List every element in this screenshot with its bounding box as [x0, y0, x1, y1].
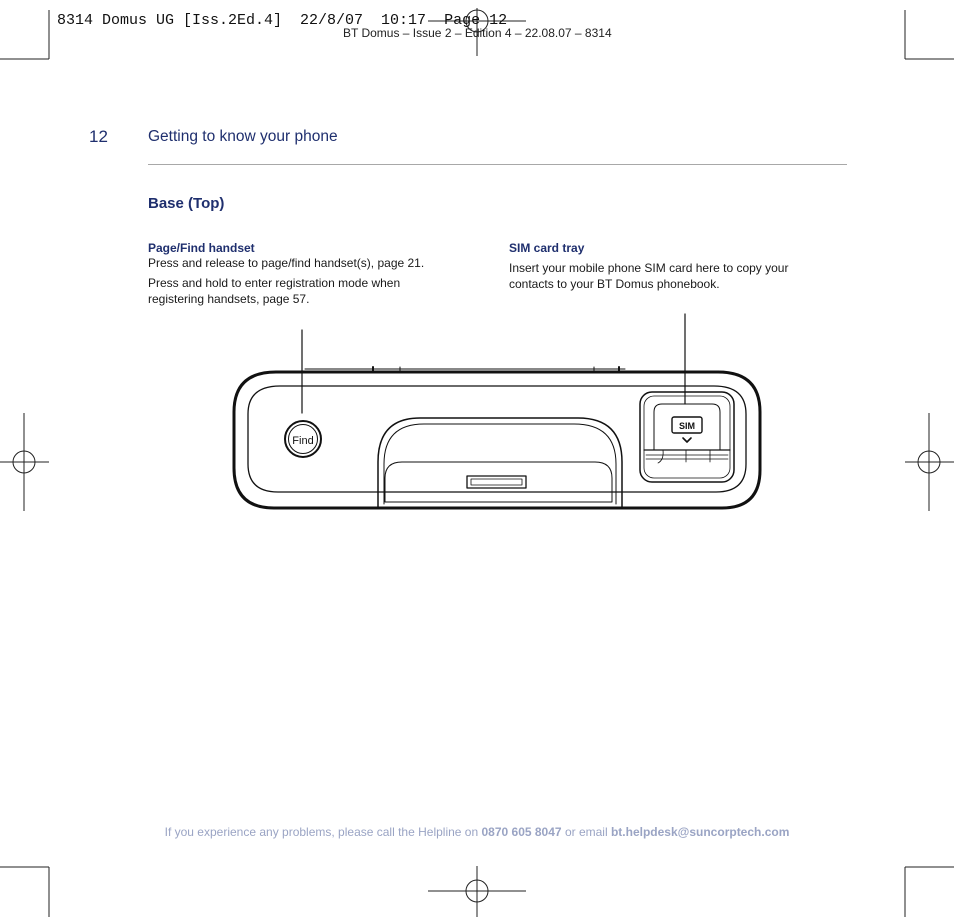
callout-text: Press and release to page/find handset(s… — [148, 256, 425, 270]
callout-find-handset: Page/Find handset Press and release to p… — [148, 241, 458, 307]
helpline-footer: If you experience any problems, please c… — [0, 825, 954, 839]
find-button-label: Find — [292, 435, 313, 447]
section-title: Base (Top) — [148, 195, 225, 212]
footer-middle: or email — [564, 825, 608, 839]
running-header: Getting to know your phone — [148, 128, 338, 145]
callout-heading: Page/Find handset — [148, 241, 255, 255]
callout-text: Press and hold to enter registration mod… — [148, 276, 401, 306]
helpline-phone: 0870 605 8047 — [481, 825, 562, 839]
callout-sim-tray: SIM card tray Insert your mobile phone S… — [509, 241, 809, 292]
base-top-illustration: Find SIM — [232, 313, 762, 510]
header-rule — [148, 164, 847, 165]
helpdesk-email: bt.helpdesk@suncorptech.com — [610, 825, 790, 839]
page-number: 12 — [89, 127, 108, 146]
sim-label: SIM — [679, 421, 695, 431]
print-slug-line-2: BT Domus – Issue 2 – Edition 4 – 22.08.0… — [343, 26, 612, 40]
callout-text: Insert your mobile phone SIM card here t… — [509, 261, 789, 291]
footer-prefix: If you experience any problems, please c… — [164, 825, 479, 839]
print-slug-line-1: 8314 Domus UG [Iss.2Ed.4] 22/8/07 10:17 … — [57, 12, 508, 29]
callout-heading: SIM card tray — [509, 241, 585, 255]
